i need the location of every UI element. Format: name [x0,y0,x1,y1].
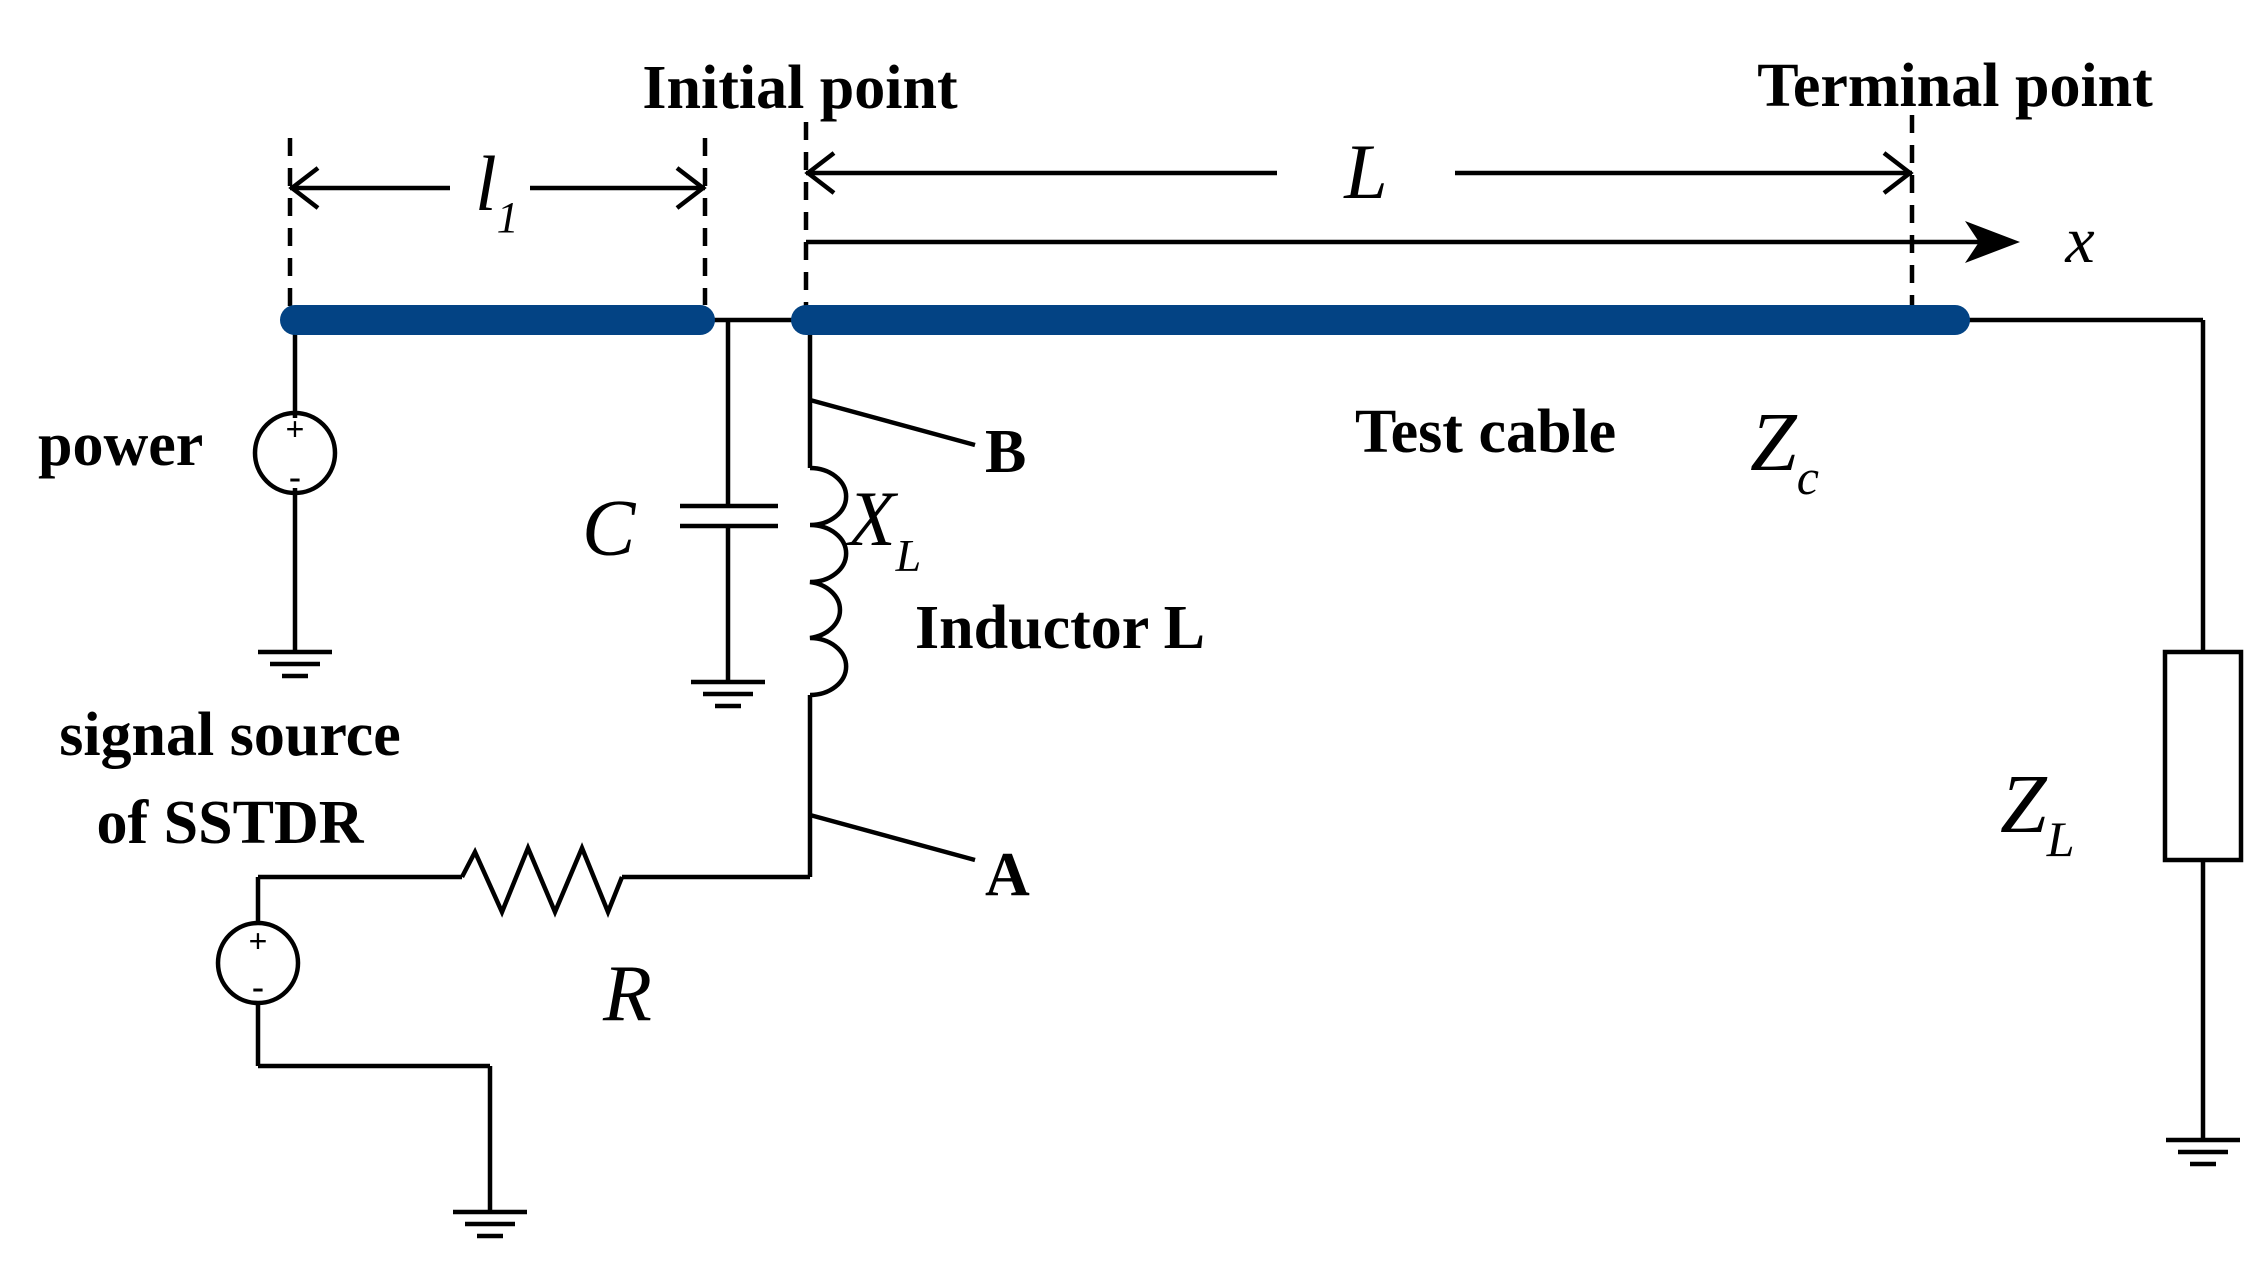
load-impedance [2162,649,2244,863]
l1-label-main: l [475,140,497,227]
sstdr-minus-sign: - [252,967,265,1009]
zc-label-sub: c [1797,449,1819,505]
zc-label-main: Z [1750,396,1798,489]
xl-label-sub: L [895,530,922,581]
inductor-winding [809,465,849,698]
node-B-label: B [985,418,1026,486]
power-minus-sign: - [289,457,302,499]
ground-load [2166,1137,2240,1167]
x-axis-arrowhead [1965,221,2020,263]
signal-source-label-line1: signal source [59,701,401,769]
capacitor-label: C [582,485,637,573]
l1-right-arrowhead [675,166,707,210]
L-right-arrowhead [1882,151,1914,195]
capacitor-c [680,503,778,529]
load-resistor-box [2162,649,2244,863]
ground-sstdr [453,1209,527,1239]
zl-label-main: Z [2000,758,2048,851]
x-axis-label: x [2064,204,2094,277]
power-source-circle [252,410,338,496]
zl-label: ZL [2000,758,2075,867]
ground-capacitor [691,679,765,709]
dimension-markers [287,115,2020,312]
wiring [255,317,2206,1212]
power-plus-sign: + [286,411,305,447]
node-A-pointer [809,812,976,863]
xl-label-main: X [845,475,899,562]
power-label: power [38,411,203,479]
signal-source-label-line2: of SSTDR [96,789,364,857]
resistor-label: R [602,950,652,1038]
terminal-point-label: Terminal point [1757,52,2153,120]
L-left-arrowhead [804,151,836,195]
ground-power [258,649,332,679]
initial-point-label: Initial point [642,54,958,122]
zl-label-sub: L [2046,811,2075,867]
power-source: + - [252,410,338,499]
l1-label-sub: 1 [497,193,519,242]
inductor-coil [809,465,849,698]
inductor-label: Inductor L [915,594,1205,662]
zc-label: Zc [1750,396,1819,505]
test-cable-label: Test cable [1355,398,1616,466]
l1-label: l1 [475,140,519,242]
resistor-r [460,842,625,919]
l1-left-arrowhead [288,166,320,210]
xl-label: XL [845,475,921,581]
sstdr-source-circle [215,920,301,1006]
resistor-zigzag [460,842,625,919]
L-length-label: L [1343,128,1387,215]
node-A-label: A [985,841,1030,909]
sstdr-plus-sign: + [249,923,268,959]
sstdr-source: + - [215,920,301,1009]
node-B-pointer [809,397,976,448]
